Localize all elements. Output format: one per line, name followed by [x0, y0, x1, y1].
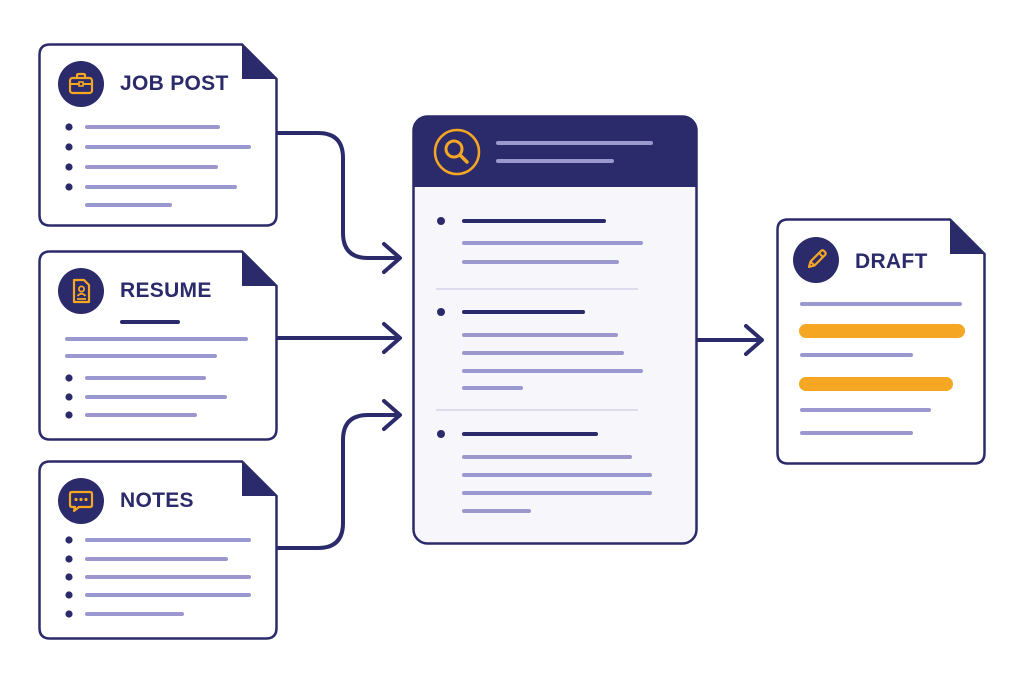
draft-highlighted-lines: [799, 324, 965, 391]
resume-title: RESUME: [120, 279, 212, 302]
pencil-icon: [793, 237, 839, 283]
draft-text-lines: [800, 302, 962, 435]
resume-bullets: [65, 374, 73, 419]
analyzer-header-bar: [413, 116, 697, 187]
arrow-notes-to-analyzer: [275, 413, 400, 550]
draft-title: DRAFT: [855, 250, 928, 273]
arrow-head-job-post: [382, 242, 402, 274]
arrow-head-resume: [382, 322, 402, 354]
resume-card: RESUME: [38, 250, 278, 441]
analyzer-header-lines: [496, 141, 653, 163]
notes-bullets: [65, 536, 73, 618]
arrow-head-draft: [744, 324, 764, 356]
notes-title: NOTES: [120, 489, 194, 512]
resume-document-icon: [58, 268, 104, 314]
job-post-card: JOB POST: [38, 43, 278, 227]
arrow-job-post-to-analyzer: [275, 131, 400, 260]
briefcase-icon: [58, 61, 104, 107]
job-post-text-lines: [85, 125, 251, 207]
resume-bullet-lines: [85, 376, 227, 417]
chat-bubble-icon: [58, 478, 104, 524]
job-post-title: JOB POST: [120, 72, 229, 95]
analyzer-section-3: [437, 430, 652, 513]
notes-text-lines: [85, 538, 251, 616]
draft-card: DRAFT: [776, 218, 986, 465]
notes-card: NOTES: [38, 460, 278, 640]
job-post-bullets: [65, 123, 73, 191]
arrow-head-notes: [382, 399, 402, 431]
resume-text-lines: [65, 337, 248, 358]
magnifier-icon: [433, 128, 481, 176]
analyzer-section-2: [437, 308, 643, 390]
draft-card-shape: [776, 218, 986, 465]
analyzer-panel: [412, 115, 698, 545]
analyzer-section-1: [437, 217, 643, 264]
